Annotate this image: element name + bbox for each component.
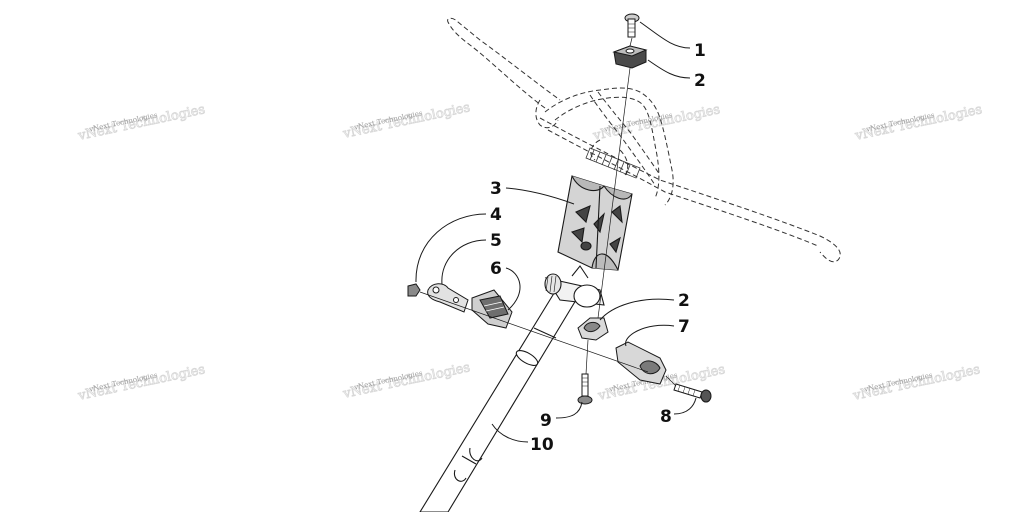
clamp-screw <box>673 383 712 403</box>
nut <box>407 283 421 297</box>
callout-6: 6 <box>490 259 502 279</box>
callout-10: 10 <box>530 435 554 455</box>
handlebar-knurl <box>585 147 641 179</box>
watermark-outline: vNext Technologies <box>341 100 471 142</box>
leader-9 <box>555 401 583 419</box>
leader-6 <box>505 267 521 311</box>
callout-4: 4 <box>490 205 502 225</box>
top-bolt <box>624 13 640 38</box>
handlebar-block <box>557 175 633 271</box>
leader-2-lower <box>599 298 675 321</box>
watermark: vNext Technologies vNext Technologies <box>76 362 207 405</box>
leader-7 <box>625 324 675 347</box>
watermark-outline: vNext Technologies <box>341 360 471 402</box>
leader-5 <box>441 239 487 285</box>
leader-1 <box>639 21 691 49</box>
callout-8: 8 <box>660 407 672 427</box>
callout-2-lower: 2 <box>678 291 690 311</box>
watermark-outline: vNext Technologies <box>853 102 983 144</box>
leader-4 <box>415 213 487 283</box>
watermark: vNext Technologies vNext Technologies <box>853 102 984 145</box>
upper-clamp-cap <box>612 45 648 69</box>
lower-clamp-cap <box>577 317 609 341</box>
steering-post <box>419 265 605 512</box>
callout-5: 5 <box>490 231 502 251</box>
leader-2-upper <box>647 59 691 79</box>
watermark: vNext Technologies vNext Technologies <box>341 100 472 143</box>
bottom-bolt <box>577 373 593 405</box>
callout-9: 9 <box>540 411 552 431</box>
callout-labels: 1 2 3 4 5 6 2 7 8 9 10 <box>490 41 706 455</box>
handlebar-phantom <box>447 17 841 263</box>
lever-bracket <box>427 283 469 313</box>
callout-1: 1 <box>694 41 706 61</box>
throttle-housing <box>471 289 513 329</box>
watermark: vNext Technologies vNext Technologies <box>76 102 207 145</box>
watermark-outline: vNext Technologies <box>76 102 206 144</box>
leader-3 <box>505 187 575 205</box>
watermark: vNext Technologies vNext Technologies <box>851 362 982 405</box>
assembly-lines <box>419 37 677 387</box>
leader-8 <box>673 397 697 415</box>
callout-3: 3 <box>490 179 502 199</box>
callout-7: 7 <box>678 317 690 337</box>
throttle-clamp <box>615 341 667 385</box>
watermark-outline: vNext Technologies <box>851 362 981 404</box>
leader-10 <box>491 423 529 443</box>
callout-2-upper: 2 <box>694 71 706 91</box>
watermark: vNext Technologies vNext Technologies <box>341 360 472 403</box>
leader-lines <box>415 21 697 443</box>
watermark-outline: vNext Technologies <box>76 362 206 404</box>
